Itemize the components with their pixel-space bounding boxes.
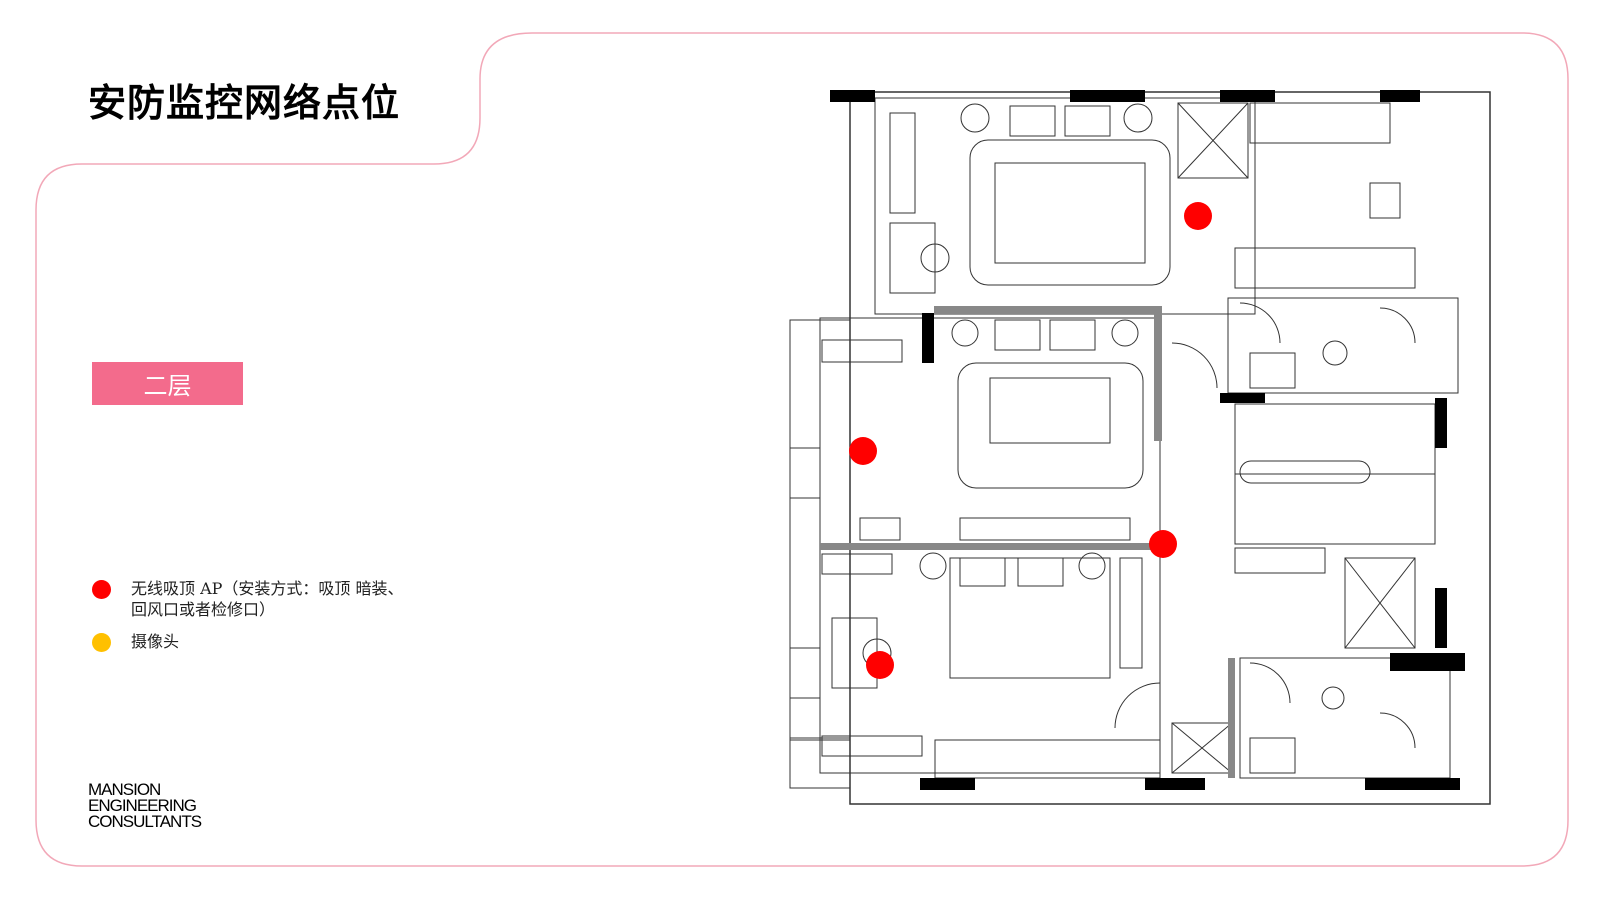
company-logo: MANSION ENGINEERING CONSULTANTS (88, 780, 202, 831)
ap-marker-corridor[interactable] (1149, 530, 1177, 558)
legend-ap: 无线吸顶 AP（安装方式：吸顶 暗装、 回风口或者检修口） (92, 578, 404, 620)
floor-tab-second[interactable]: 二层 (92, 362, 243, 405)
ap-marker-master-bedroom[interactable] (1184, 202, 1212, 230)
legend-camera: 摄像头 (92, 631, 179, 652)
ap-marker-lower-bedroom[interactable] (866, 651, 894, 679)
red-dot-icon (92, 580, 111, 599)
page-title: 安防监控网络点位 (88, 81, 401, 125)
ap-marker-middle-bedroom[interactable] (849, 437, 877, 465)
legend-ap-text: 无线吸顶 AP（安装方式：吸顶 暗装、 回风口或者检修口） (131, 579, 404, 619)
floor-plan (789, 90, 1491, 805)
yellow-dot-icon (92, 633, 111, 652)
legend-camera-text: 摄像头 (131, 632, 180, 651)
